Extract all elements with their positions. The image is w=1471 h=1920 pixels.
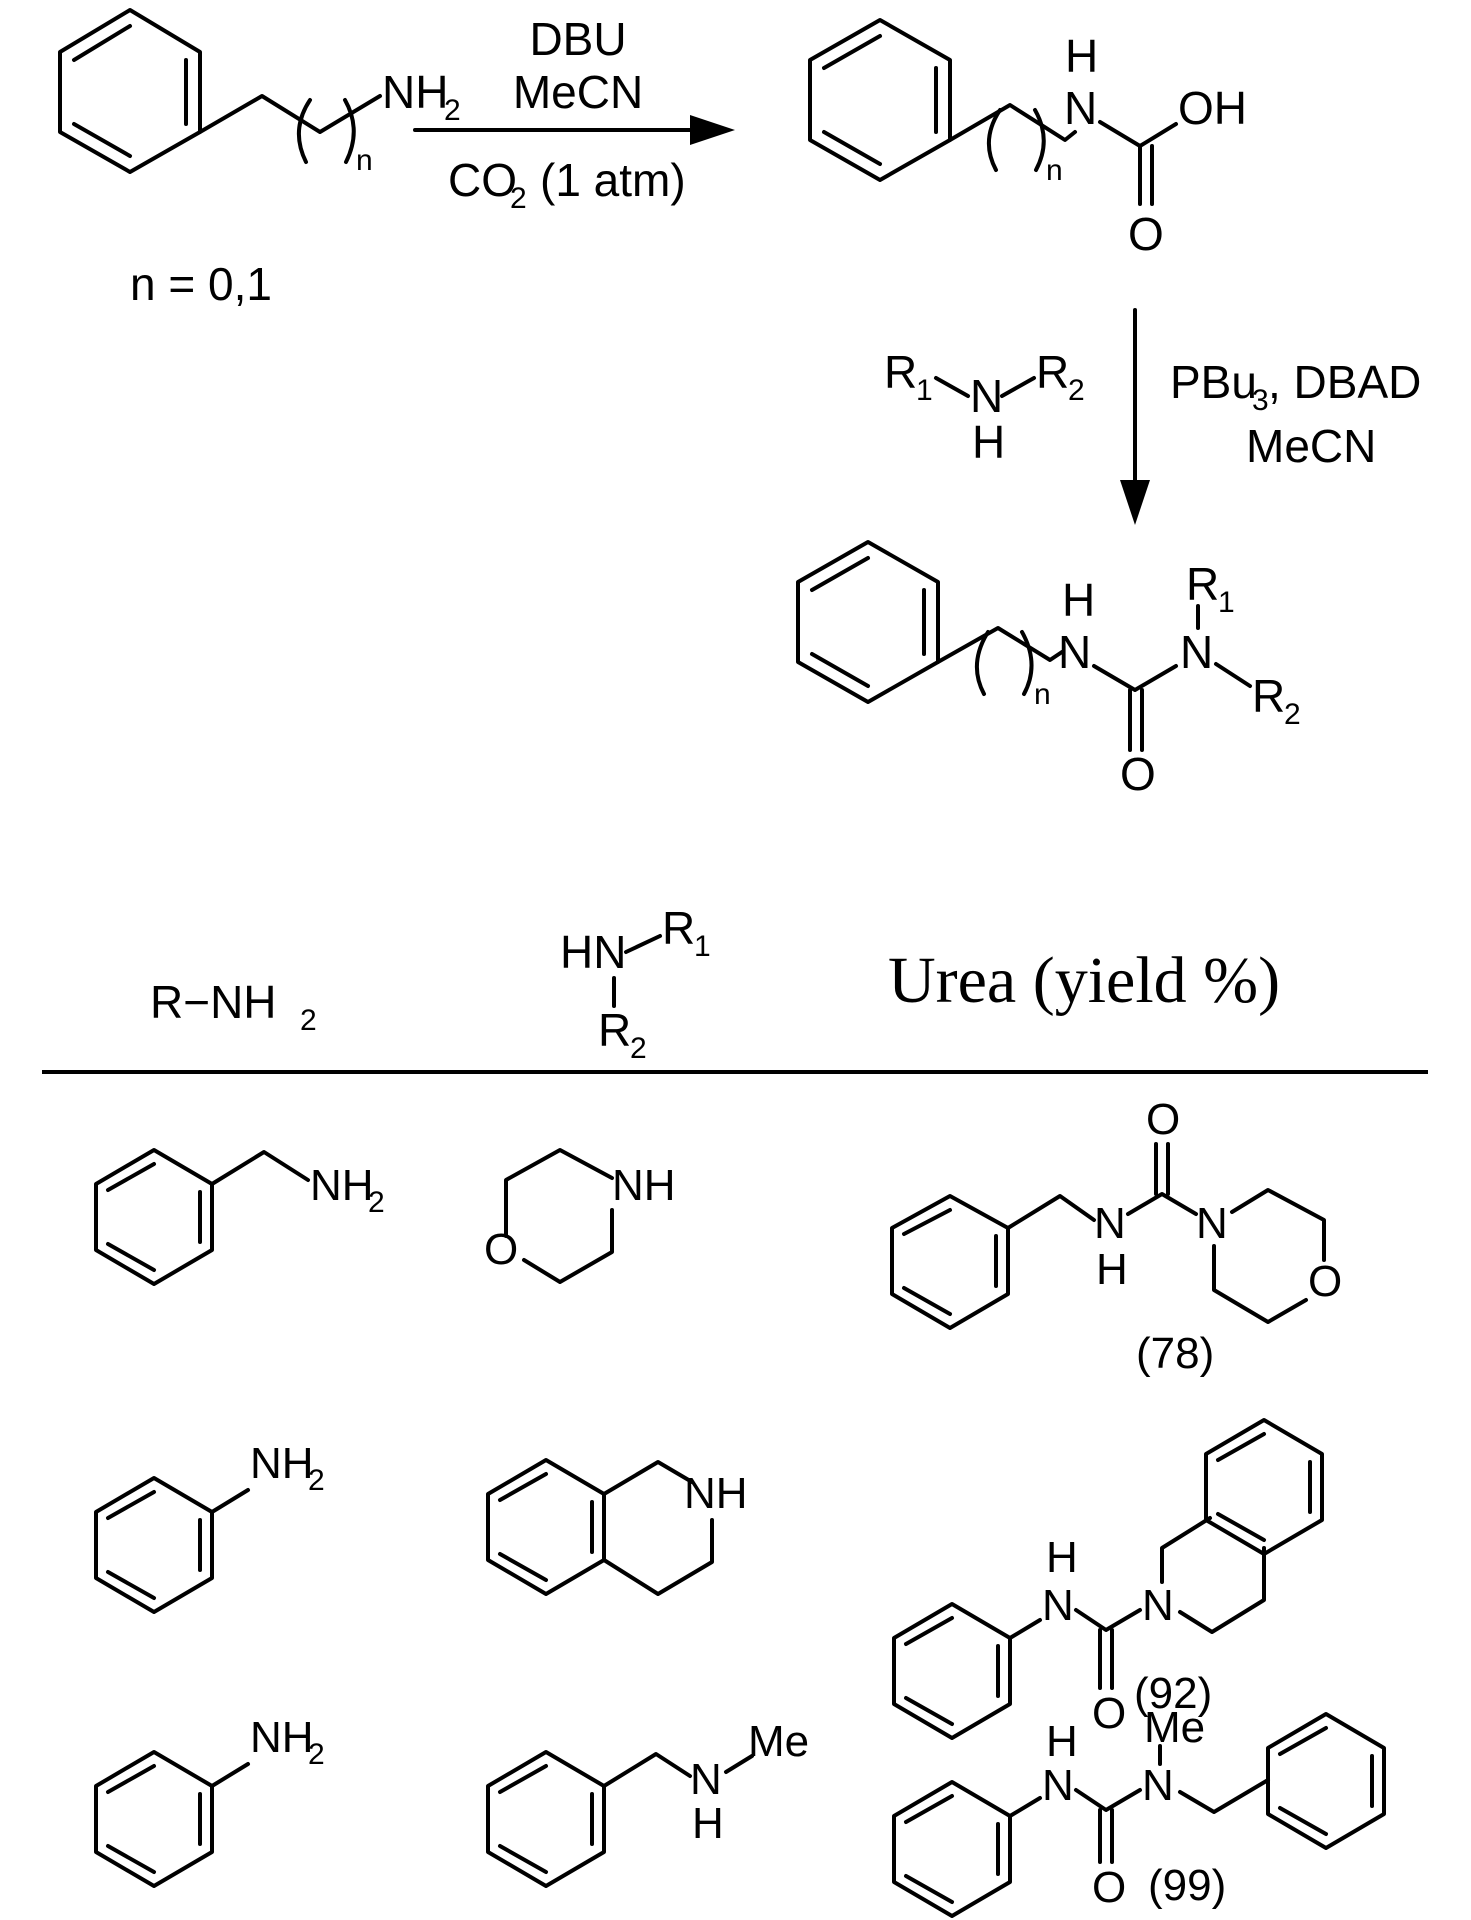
partner-h-label: H [692,1799,724,1848]
header-r2-subscript: 2 [630,1032,647,1065]
table-row: NH 2 N H Me H N O N [94,1703,1386,1918]
urea-phenyl-methylbenzyl: H N O N Me [892,1703,1386,1918]
benzene-ring [808,18,952,182]
urea-carbonyl-o-label: O [1092,1863,1126,1912]
step1-reagent-dbu: DBU [529,13,626,65]
yield-label: (92) [1134,1669,1212,1718]
morpholine-nh-label: NH [612,1161,676,1210]
header-hn: HN [560,926,626,978]
urea-nh-h-label: H [1096,1245,1128,1294]
repeat-n: n [1034,678,1051,711]
carbamic-acid: n H N OH O [808,18,1247,260]
thiq-nh-label: NH [684,1469,748,1518]
repeat-n: n [356,144,373,177]
tetrahydroisoquinoline-structure: NH [486,1458,748,1596]
urea-nh-n-label: N [1042,1761,1074,1810]
amine-n-label: N [970,370,1003,422]
header-primary-amine: R−NH [150,976,277,1028]
urea-ring-o-label: O [1308,1257,1342,1306]
amine-nh2-subscript: 2 [308,1738,325,1771]
urea-phenyl-thiq: H N O N [892,1418,1324,1740]
morpholine-structure: NH O [484,1148,676,1284]
r1-label: R [1186,558,1219,610]
benzylamine-structure: NH 2 [94,1148,385,1286]
r1-label: R [884,346,917,398]
step1-co2-subscript: 2 [510,182,527,215]
urea-benzyl-morpholine: N H O N O [890,1095,1342,1330]
amine-nh2-subscript: 2 [308,1464,325,1497]
carbonyl-o-label: O [1128,208,1164,260]
step1-pressure: (1 atm) [540,154,686,206]
step2-solvent-mecn: MeCN [1246,420,1376,472]
nh-h-label: H [1062,574,1095,626]
urea-nh-h-label: H [1046,1533,1078,1582]
hydroxyl-oh-label: OH [1178,82,1247,134]
yield-label: (99) [1148,1861,1226,1910]
amine-nh2-label: NH [250,1439,314,1488]
r1-subscript: 1 [916,374,933,407]
amine-nh2-subscript: 2 [368,1186,385,1219]
urea-me-label: Me [1144,1703,1205,1752]
aniline-structure: NH 2 [94,1439,325,1614]
yield-label: (78) [1136,1329,1214,1378]
partner-me-label: Me [748,1717,809,1766]
carbonyl-o-label: O [1120,748,1156,800]
urea-nh-n-label: N [1094,1199,1126,1248]
header-secondary-amine: HN R 1 R 2 [560,902,711,1065]
step2-reagent-dbad: , DBAD [1268,356,1421,408]
nh-h-label: H [1065,30,1098,82]
r2-subscript: 2 [1068,374,1085,407]
r1-subscript: 1 [1218,586,1235,619]
step2-arrow: R 1 N R 2 H PBu 3 , DBAD MeCN [884,308,1421,525]
partner-n-label: N [690,1755,722,1804]
starting-amine: n NH 2 n = 0,1 [58,8,461,310]
step2-reagent-pbu-subscript: 3 [1252,384,1269,417]
r2-subscript: 2 [1284,698,1301,731]
amine-nh2-subscript: 2 [444,94,461,127]
urea-product: n H N O N R 1 R 2 [796,540,1301,800]
table-header: R−NH 2 HN R 1 R 2 Urea (yield %) [42,902,1428,1074]
urea-carbonyl-o-label: O [1092,1689,1126,1738]
table-row: NH 2 NH O N H O N O (78) [94,1095,1342,1378]
amine-h-label: H [972,416,1005,468]
header-urea-yield: Urea (yield %) [888,944,1280,1017]
urea-n-label: N [1196,1199,1228,1248]
n-methylbenzylamine-structure: N H Me [486,1717,809,1888]
secondary-amine-reagent: R 1 N R 2 H [884,346,1085,468]
header-r1-subscript: 1 [694,930,711,963]
urea-nh-n-label: N [1042,1581,1074,1630]
n2-label: N [1180,626,1213,678]
aniline-structure: NH 2 [94,1713,325,1888]
urea-n-label: N [1142,1581,1174,1630]
header-primary-amine-subscript: 2 [300,1004,317,1037]
step1-arrow: DBU MeCN CO 2 (1 atm) [413,13,735,215]
urea-nh-h-label: H [1046,1717,1078,1766]
morpholine-o-label: O [484,1225,518,1274]
step1-co2-label: CO [448,154,517,206]
r2-label: R [1036,346,1069,398]
nh-n-label: N [1058,626,1091,678]
amine-nh2-label: NH [382,66,448,118]
step1-solvent-mecn: MeCN [513,66,643,118]
benzene-ring [58,8,202,174]
repeat-n: n [1046,154,1063,187]
urea-carbonyl-o-label: O [1146,1095,1180,1144]
n-values-label: n = 0,1 [130,258,272,310]
header-r1: R [662,902,695,954]
table-row: NH 2 NH H N O N [94,1418,1324,1740]
urea-n-label: N [1142,1761,1174,1810]
r2-label: R [1252,670,1285,722]
step2-reagent-pbu: PBu [1170,356,1257,408]
amine-nh2-label: NH [250,1713,314,1762]
amine-nh2-label: NH [310,1161,374,1210]
benzene-ring [796,540,940,704]
header-r2: R [598,1004,631,1056]
nh-n-label: N [1064,82,1097,134]
